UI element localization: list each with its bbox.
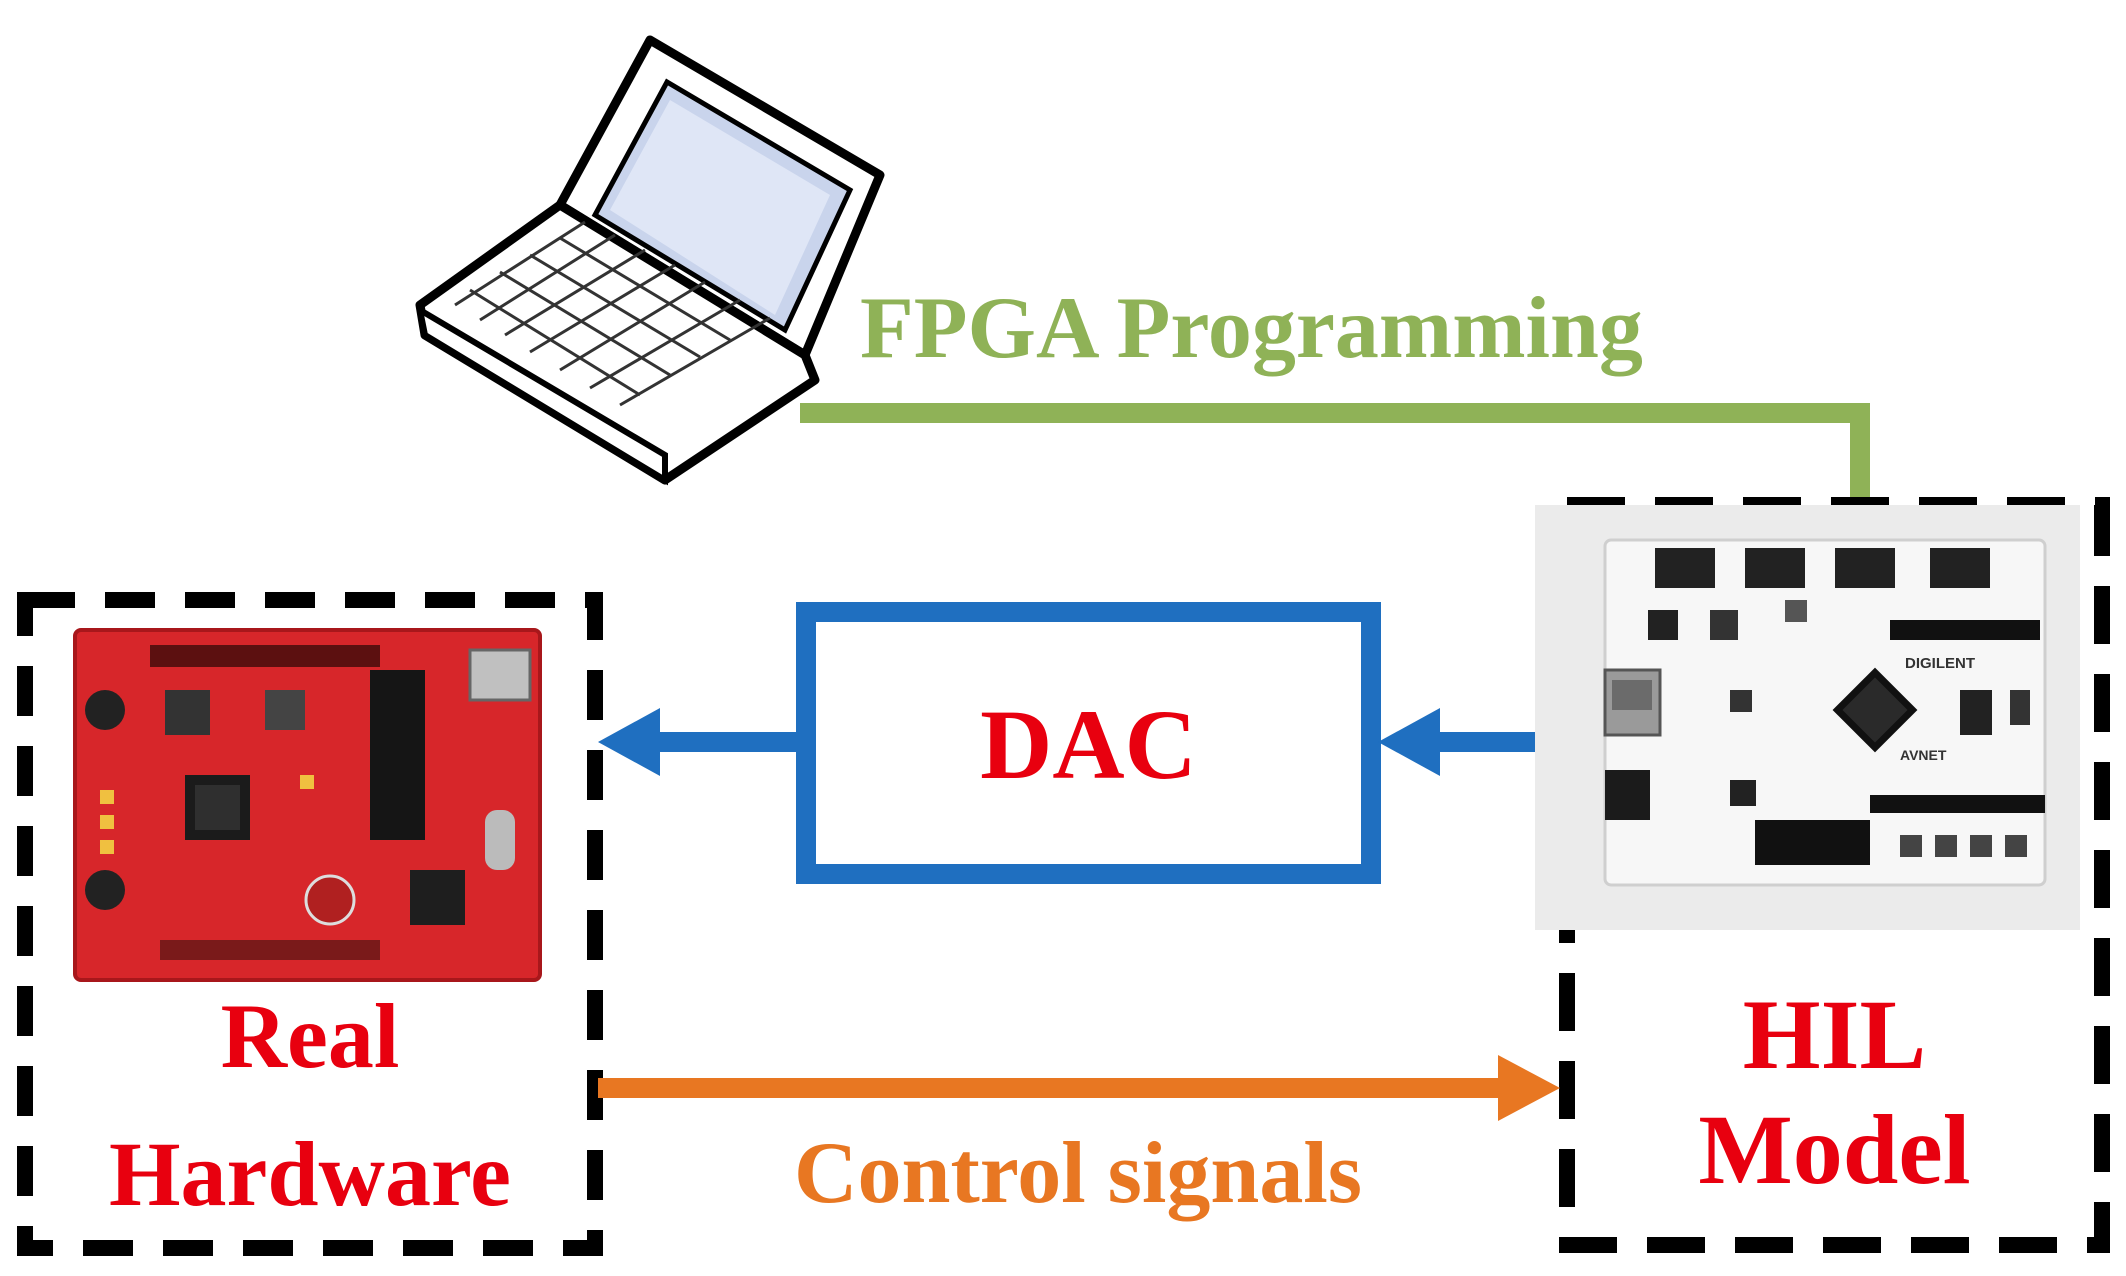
dac-box bbox=[796, 602, 1381, 884]
fpga-board-image: DIGILENT AVNET bbox=[1535, 505, 2080, 930]
real-hardware-dashed-box bbox=[17, 592, 603, 1256]
fpga-board-brand-avnet: AVNET bbox=[1900, 747, 1947, 763]
dac-label: DAC bbox=[980, 689, 1197, 800]
control-signals-label: Control signals bbox=[793, 1125, 1363, 1222]
laptop-icon bbox=[415, 35, 885, 486]
real-hardware-label-line2: Hardware bbox=[108, 1123, 511, 1225]
real-hardware-label-line1: Real bbox=[220, 985, 400, 1087]
hil-label-line1: HIL bbox=[1742, 979, 1927, 1090]
hil-label-line2: Model bbox=[1698, 1094, 1971, 1205]
fpga-programming-label: FPGA Programming bbox=[860, 280, 1643, 377]
dac-to-hardware-arrowhead bbox=[598, 708, 660, 776]
microcontroller-board-image bbox=[73, 628, 542, 982]
hil-to-dac-arrowhead bbox=[1378, 708, 1440, 776]
control-signals-arrowhead bbox=[1498, 1055, 1560, 1121]
fpga-board-brand-digilent: DIGILENT bbox=[1905, 655, 1975, 672]
